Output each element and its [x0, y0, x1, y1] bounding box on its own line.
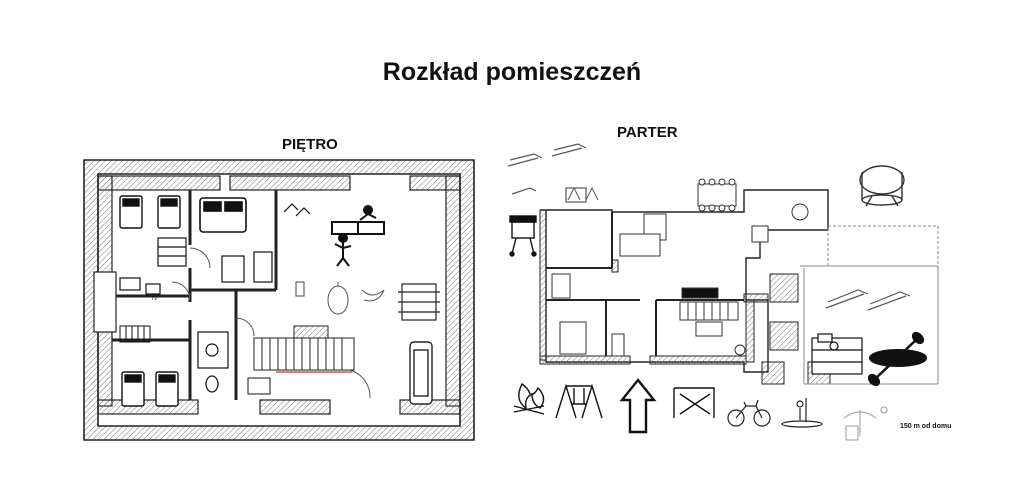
- tv-label: TV: [150, 296, 158, 302]
- terrace-outline: [827, 225, 939, 267]
- ping-pong-icon: [331, 205, 385, 267]
- stairs-icon: [253, 325, 355, 371]
- page-title: Rozkład pomieszczeń: [382, 58, 642, 86]
- kayak-icon: [867, 331, 927, 387]
- grill-icon: [509, 215, 537, 257]
- ground-wall-segments: [539, 209, 831, 385]
- hanging-chair-icon: [327, 282, 385, 315]
- bed-icon: [119, 195, 181, 229]
- bicycle-icon: [727, 399, 771, 427]
- distance-note: 150 m od domu: [900, 423, 952, 430]
- sofa-icon: [409, 341, 433, 405]
- crib-icon: [119, 325, 151, 343]
- deck-chair-icon: [283, 203, 311, 217]
- cabinet-icon: [247, 377, 271, 395]
- entrance-arrow-icon: [619, 378, 657, 434]
- chair-icon: [295, 281, 305, 297]
- sunbed-icon: [507, 143, 911, 311]
- foosball-icon: [398, 283, 440, 321]
- trampoline-icon: [859, 165, 905, 207]
- table-icon: [565, 178, 737, 257]
- double-bed-icon: [199, 197, 247, 233]
- beach-icon: [843, 406, 888, 441]
- campfire-icon: [513, 382, 545, 415]
- sauna-icon: [811, 333, 863, 375]
- upper-door-swings: [171, 247, 371, 399]
- upper-partition-walls: [112, 190, 278, 400]
- ground-partition-walls: [546, 212, 744, 356]
- ground-fixtures: [551, 203, 809, 357]
- swing-icon: [555, 383, 603, 419]
- dresser-icon: [157, 237, 273, 283]
- chair-icon: [567, 186, 599, 201]
- tv-icon: [119, 277, 161, 295]
- stairs-icon: [679, 301, 739, 321]
- upper-floor-label: PIĘTRO: [282, 136, 338, 153]
- upper-floor-plan: TV: [83, 159, 475, 441]
- ground-floor-plan: [539, 178, 939, 385]
- bathroom-fixtures-icon: [197, 331, 229, 393]
- bed-icon: [121, 371, 179, 407]
- paddleboard-icon: [781, 398, 823, 428]
- ground-floor-label: PARTER: [617, 124, 678, 141]
- goal-icon: [673, 387, 715, 418]
